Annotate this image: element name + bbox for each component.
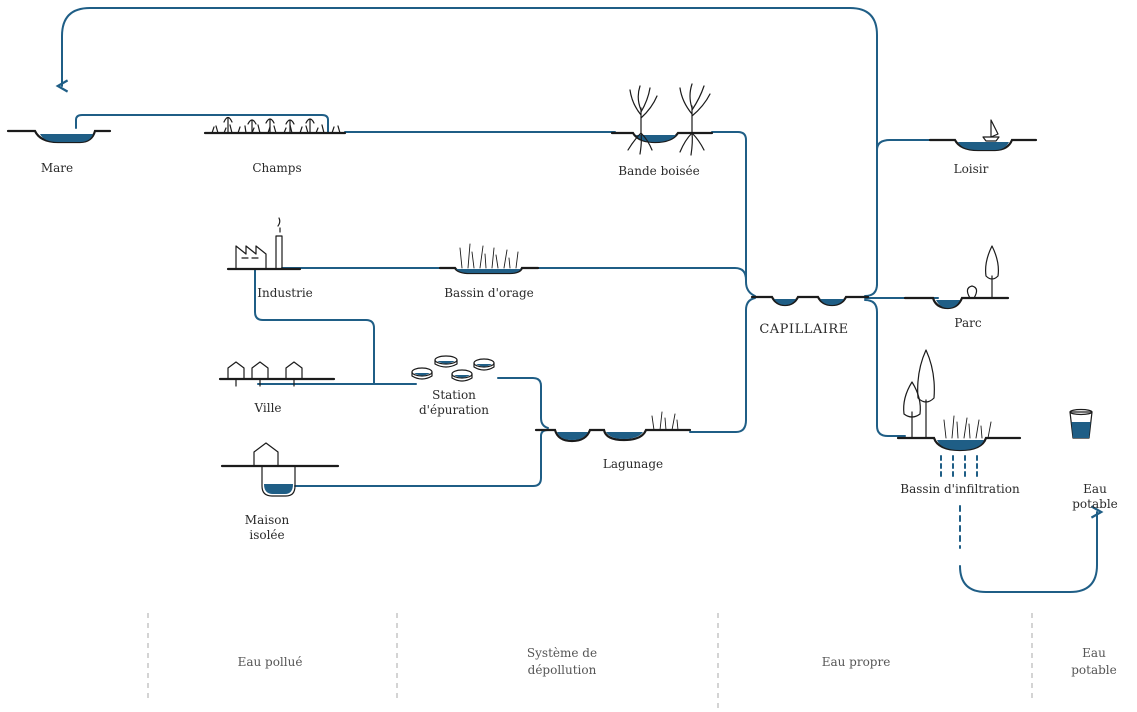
treatment-tank-icon: [411, 355, 495, 382]
crop-icon: [211, 116, 341, 134]
bande-boisee-node: [610, 83, 714, 156]
tree-icon: [966, 245, 999, 299]
pipe-orage-capillaire: [534, 267, 747, 281]
parc-node: [903, 245, 1010, 310]
reed-icon: [943, 415, 992, 439]
maison-node: [220, 442, 340, 497]
reed-icon: [459, 243, 519, 269]
pipe-maison-lagunage: [294, 429, 549, 487]
label-mare: Mare: [40, 161, 74, 175]
bassin-orage-node: [438, 243, 540, 275]
zone-eau-propre: Eau propre: [821, 655, 891, 669]
house-icon: [227, 361, 303, 387]
pipe-to-eau-potable: [959, 505, 1104, 593]
pipe-station-lagunage: [497, 377, 549, 429]
champs-node: [203, 116, 347, 135]
label-maison: Maison isolée: [244, 513, 290, 542]
poplar-icon: [903, 349, 935, 439]
pipe-lagunage-capillaire: [689, 297, 756, 433]
factory-icon: [235, 217, 283, 270]
label-eau-potable: Eau potable: [1072, 482, 1118, 511]
capillaire-node: [750, 295, 870, 307]
pipe-bande-capillaire: [711, 131, 756, 297]
label-parc: Parc: [954, 316, 982, 330]
house-icon: [253, 442, 296, 497]
reed-icon: [651, 411, 679, 431]
pipe-capillaire-loisir: [864, 139, 936, 297]
label-loisir: Loisir: [953, 162, 989, 176]
pipe-capillaire-infiltration: [864, 299, 906, 437]
pond-icon: [40, 134, 93, 142]
water-bucket-icon: [1069, 408, 1093, 439]
pipe-industrie-ville: [254, 269, 375, 385]
infiltration-dashes: [940, 455, 978, 479]
loisir-node: [928, 119, 1038, 152]
pipe-network: [55, 7, 1104, 593]
industrie-node: [226, 217, 302, 271]
zone-dividers: [147, 613, 1033, 710]
label-lagunage: Lagunage: [602, 457, 664, 471]
label-capillaire: CAPILLAIRE: [759, 322, 849, 337]
tree-icon: [627, 83, 711, 156]
label-bassin-infiltration: Bassin d'infiltration: [900, 482, 1020, 496]
station-node: [411, 355, 495, 382]
lagunage-node: [534, 411, 692, 443]
label-industrie: Industrie: [257, 286, 313, 300]
label-station: Station d'épuration: [419, 388, 489, 417]
label-champs: Champs: [252, 161, 302, 175]
pipe-mare-champs: [75, 114, 329, 133]
label-bande-boisee: Bande boisée: [618, 164, 700, 178]
eau-potable-node: [1069, 408, 1093, 439]
ville-node: [218, 361, 336, 387]
boat-icon: [982, 119, 1000, 142]
zone-eau-pollue: Eau pollué: [237, 655, 303, 669]
label-ville: Ville: [254, 401, 282, 415]
label-bassin-orage: Bassin d'orage: [444, 286, 534, 300]
mare-node: [6, 129, 112, 144]
bassin-infiltration-node: [896, 349, 1022, 452]
zone-eau-potable: Eau potable: [1071, 646, 1117, 677]
zone-systeme-depollution: Système de dépollution: [526, 646, 598, 677]
return-pipe-to-mare: [55, 7, 878, 286]
